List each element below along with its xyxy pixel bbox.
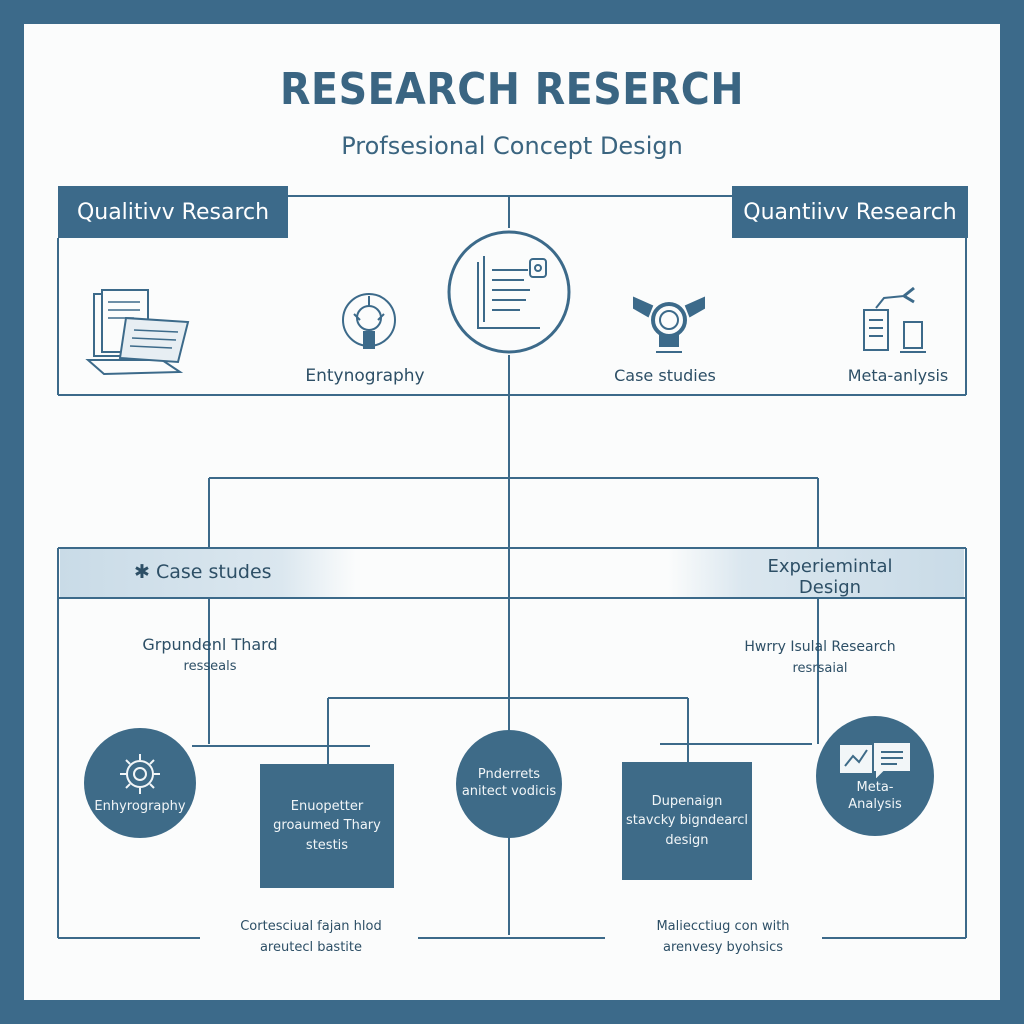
grounded-theory-node-line3: stestis: [305, 837, 349, 853]
grounded-theory-line1: Grpundenl Thard: [142, 635, 278, 654]
center-node-line2: anitect vodicis: [461, 784, 557, 799]
center-node-line1: Pnderrets: [477, 767, 541, 783]
meta-analysis-node: Meta- Analysis: [816, 716, 934, 836]
grounded-theory-note: Grpundenl Thard resseals: [110, 634, 310, 678]
page-title: RESEARCH RESERCH: [280, 64, 744, 115]
center-node: Pnderrets anitect vodicis: [456, 730, 562, 838]
historical-research-note: Hwrry Isulal Research resrsaial: [720, 636, 920, 680]
chart-report-icon: [840, 743, 910, 779]
bottom-right-note-line1: Maliecctiug con with: [656, 919, 790, 934]
grounded-theory-node-line1: Enuopetter: [290, 798, 364, 814]
historical-research-line1: Hwrry Isulal Research: [744, 639, 896, 655]
bottom-right-note: Maliecctiug con with arenvesy byohsics: [608, 916, 838, 958]
documents-icon: [85, 289, 190, 376]
quantitative-research-header: Quantiivv Research: [732, 186, 968, 238]
case-studies-band-label: ✱ Case studes: [134, 561, 272, 583]
analysis-devices-icon: [863, 286, 926, 353]
bottom-left-note: Cortesciual fajan hlod areutecl bastite: [196, 916, 426, 958]
experimental-design-node: Dupenaign stavcky bigndearcl design: [622, 762, 752, 880]
bottom-right-note-line2: arenvesy byohsics: [663, 940, 783, 955]
experimental-design-node-line2: stavcky bigndearcl: [626, 813, 748, 829]
experimental-design-line1: Experiemintal: [767, 556, 893, 577]
gear-icon: [120, 753, 160, 794]
grounded-theory-node: Enuopetter groaumed Thary stestis: [260, 764, 394, 888]
case-study-icon: [633, 296, 705, 353]
lamp-icon: [342, 293, 396, 349]
ethnography-node-label: Enhyrography: [94, 798, 186, 814]
meta-analysis-node-line2: Analysis: [848, 797, 902, 812]
ethnography-label: Entynography: [305, 366, 425, 386]
grounded-theory-node-line2: groaumed Thary: [273, 818, 381, 834]
grounded-theory-line2: resseals: [183, 659, 237, 674]
experimental-design-line2: Design: [798, 577, 862, 598]
case-studies-band-text: Case studes: [155, 561, 272, 583]
meta-analysis-node-line1: Meta-: [856, 780, 894, 796]
bottom-left-note-line2: areutecl bastite: [259, 940, 363, 955]
ethnography-node: Enhyrography: [84, 728, 196, 838]
experimental-design-node-line1: Dupenaign: [651, 793, 723, 809]
page-subtitle: Profsesional Concept Design: [341, 132, 683, 160]
experimental-design-band-label: Experiemintal Design: [718, 556, 942, 598]
qualitative-research-header: Qualitivv Resarch: [58, 186, 288, 238]
historical-research-line2: resrsaial: [792, 661, 848, 676]
bottom-left-note-line1: Cortesciual fajan hlod: [240, 919, 382, 934]
case-studies-label: Case studies: [614, 366, 716, 385]
meta-analysis-label: Meta-anlysis: [847, 366, 949, 385]
experimental-design-node-line3: design: [665, 832, 709, 848]
